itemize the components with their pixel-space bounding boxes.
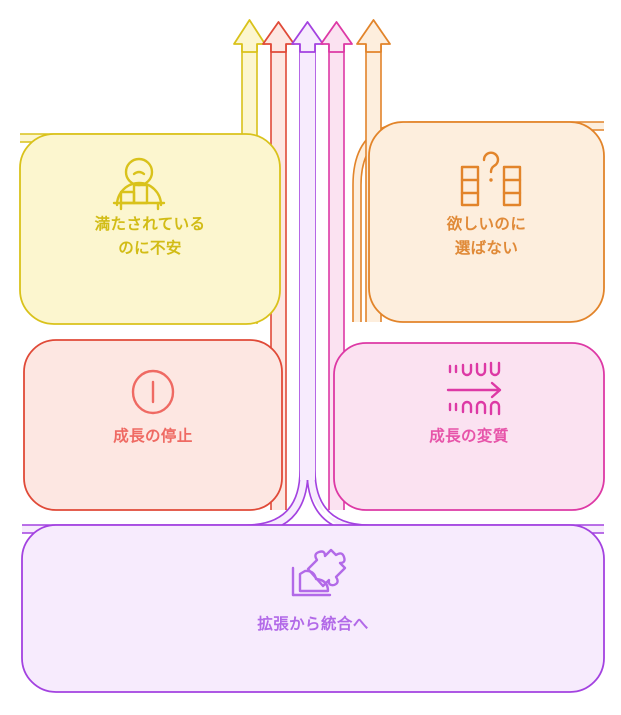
arrow-pink[interactable]	[320, 21, 353, 53]
arrow-red[interactable]	[262, 21, 295, 53]
arrow-orange[interactable]	[356, 19, 391, 53]
card-growth-halt[interactable]	[23, 339, 283, 511]
person-with-bar-chart-icon	[112, 157, 166, 211]
card-want-but-not-choose[interactable]	[368, 121, 605, 323]
puzzle-merge-icon	[291, 548, 347, 597]
bars-arrow-transform-icon	[446, 361, 502, 416]
card-fulfilled-anxious[interactable]	[19, 133, 281, 325]
card-shapes	[19, 121, 605, 693]
circle-pause-icon	[131, 369, 175, 415]
card-growth-transformation[interactable]	[333, 342, 605, 511]
card-expansion-to-integration[interactable]	[21, 524, 605, 693]
two-shelves-question-icon	[460, 151, 522, 207]
ribbon-purple-core	[300, 44, 315, 480]
arrow-yellow[interactable]	[233, 19, 266, 53]
arrow-heads	[233, 19, 391, 53]
arrow-purple[interactable]	[291, 21, 324, 53]
